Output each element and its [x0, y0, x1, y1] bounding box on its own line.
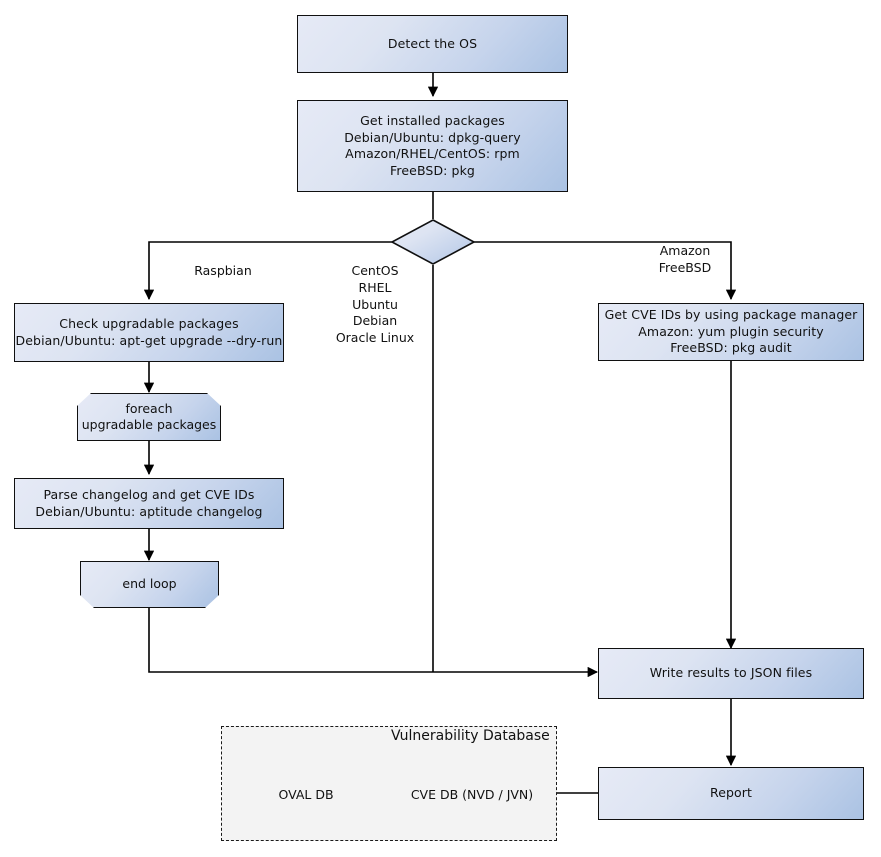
- edge-label-raspbian: Raspbian: [194, 263, 252, 278]
- node-get-installed-packages[interactable]: Get installed packages Debian/Ubuntu: dp…: [297, 100, 568, 192]
- node-detect-os[interactable]: Detect the OS: [297, 15, 568, 73]
- edge-label-center-branch: CentOS RHEL Ubuntu Debian Oracle Linux: [335, 263, 415, 345]
- node-end-loop[interactable]: end loop: [80, 561, 219, 608]
- cve-db-label: CVE DB (NVD / JVN): [410, 787, 534, 802]
- node-foreach-loop-start[interactable]: foreach upgradable packages: [77, 393, 221, 441]
- node-report[interactable]: Report: [598, 767, 864, 820]
- edge-label-right-branch: Amazon FreeBSD: [658, 243, 712, 275]
- node-write-results[interactable]: Write results to JSON files: [598, 648, 864, 699]
- node-parse-changelog[interactable]: Parse changelog and get CVE IDs Debian/U…: [14, 478, 284, 529]
- oval-db-label: OVAL DB: [278, 787, 334, 802]
- node-get-cve-ids[interactable]: Get CVE IDs by using package manager Ama…: [598, 303, 864, 361]
- decision-diamond: [390, 219, 476, 265]
- node-check-upgradable-packages[interactable]: Check upgradable packages Debian/Ubuntu:…: [14, 303, 284, 362]
- vulnerability-database-title: Vulnerability Database: [391, 728, 550, 744]
- node-foreach-loop-label: foreach upgradable packages: [81, 400, 217, 433]
- node-end-loop-label: end loop: [122, 576, 177, 592]
